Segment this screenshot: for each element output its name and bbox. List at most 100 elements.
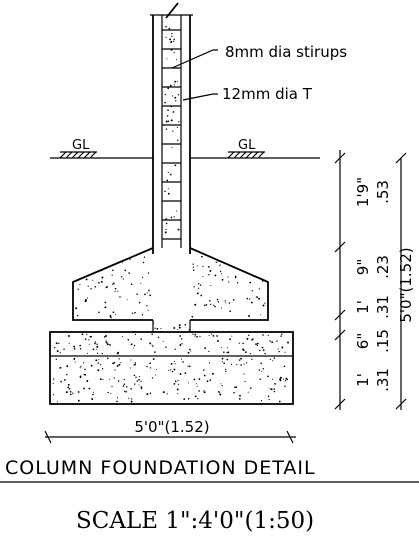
- speckle: [134, 311, 136, 314]
- speckle: [193, 286, 195, 288]
- svg-text:5'0"(1.52): 5'0"(1.52): [397, 247, 415, 322]
- speckle: [162, 340, 164, 342]
- speckle: [281, 346, 284, 349]
- speckle: [177, 393, 179, 395]
- speckle: [92, 279, 94, 281]
- speckle: [175, 100, 177, 102]
- speckle: [225, 370, 227, 373]
- speckle: [195, 383, 197, 385]
- speckle: [221, 357, 224, 360]
- speckle: [88, 387, 91, 390]
- speckle: [249, 387, 252, 390]
- speckle: [188, 382, 190, 384]
- speckle: [208, 266, 210, 268]
- speckle: [146, 365, 148, 368]
- speckle: [176, 59, 178, 61]
- speckle: [107, 391, 109, 394]
- speckle: [73, 348, 76, 350]
- speckle: [96, 348, 98, 350]
- speckle: [83, 387, 86, 390]
- speckle: [194, 395, 197, 398]
- speckle: [264, 352, 266, 355]
- speckle: [249, 298, 251, 300]
- speckle: [271, 341, 274, 344]
- speckle: [170, 105, 172, 108]
- bars-label: 12mm dia T: [222, 85, 313, 103]
- speckle: [170, 49, 173, 51]
- speckle: [96, 352, 99, 354]
- speckle: [220, 383, 222, 385]
- speckle: [189, 348, 191, 351]
- speckle: [94, 342, 96, 345]
- speckle: [256, 296, 259, 299]
- speckle: [181, 343, 183, 345]
- speckle: [152, 358, 155, 360]
- speckle: [259, 378, 261, 380]
- speckle: [196, 335, 198, 338]
- speckle: [95, 359, 98, 362]
- speckle: [96, 345, 99, 348]
- speckle: [130, 343, 133, 346]
- speckle: [125, 391, 127, 393]
- speckle: [94, 286, 97, 288]
- speckle: [225, 302, 227, 304]
- speckle: [258, 297, 260, 300]
- callout-stirrups: [171, 49, 218, 69]
- speckle: [247, 334, 250, 337]
- speckle: [103, 336, 106, 338]
- speckle: [269, 358, 272, 360]
- speckle: [261, 371, 263, 373]
- ground-label-right: GL: [238, 138, 256, 153]
- dimension-line-right: [334, 150, 346, 410]
- drawing-title: COLUMN FOUNDATION DETAIL: [5, 457, 316, 479]
- speckle: [176, 139, 179, 142]
- speckle: [221, 385, 223, 387]
- speckle: [83, 362, 85, 364]
- speckle: [242, 342, 244, 345]
- speckle: [172, 95, 174, 97]
- speckle: [172, 111, 175, 113]
- speckle: [267, 334, 269, 337]
- speckle: [141, 314, 144, 316]
- speckle: [67, 386, 70, 389]
- speckle: [98, 311, 100, 314]
- speckle: [130, 400, 133, 403]
- speckle: [149, 392, 152, 394]
- speckle: [176, 126, 179, 129]
- speckle: [256, 344, 259, 347]
- speckle: [202, 275, 204, 277]
- speckle: [134, 383, 136, 385]
- svg-text:1': 1': [354, 300, 372, 314]
- speckle: [114, 369, 116, 371]
- speckle: [147, 309, 149, 311]
- ground-label-left: GL: [72, 138, 90, 153]
- svg-text:1'9": 1'9": [354, 177, 372, 207]
- speckle: [217, 340, 219, 342]
- speckle: [221, 278, 224, 281]
- speckle: [123, 378, 125, 381]
- speckle: [211, 333, 213, 335]
- speckle: [287, 341, 289, 344]
- speckle: [202, 265, 204, 268]
- speckle: [165, 128, 168, 130]
- speckle: [188, 365, 191, 368]
- speckle: [225, 369, 226, 371]
- dim-053: .53: [374, 180, 392, 204]
- speckle: [119, 296, 121, 298]
- speckle: [259, 349, 261, 352]
- speckle: [84, 374, 87, 376]
- speckle: [224, 300, 226, 302]
- speckle: [101, 352, 103, 355]
- speckle: [92, 391, 94, 393]
- speckle: [128, 397, 130, 399]
- speckle: [165, 25, 167, 28]
- speckle: [206, 380, 209, 383]
- speckle: [54, 346, 56, 349]
- speckle: [92, 348, 95, 351]
- speckle: [101, 269, 103, 272]
- speckle: [140, 338, 143, 340]
- speckle: [106, 343, 109, 346]
- speckle: [102, 378, 104, 381]
- speckle: [97, 369, 100, 372]
- speckle: [167, 187, 169, 189]
